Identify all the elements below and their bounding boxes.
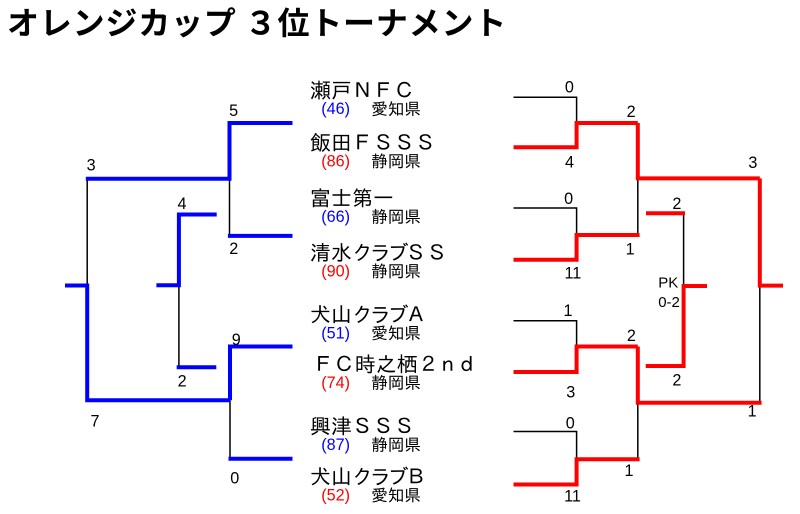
svg-text:2: 2 [178, 373, 187, 391]
svg-text:2: 2 [229, 240, 238, 258]
svg-text:1: 1 [564, 302, 573, 320]
svg-text:3: 3 [87, 156, 96, 174]
svg-text:4: 4 [565, 154, 574, 172]
svg-text:0-2: 0-2 [658, 294, 680, 311]
svg-text:2: 2 [672, 195, 681, 213]
svg-text:0: 0 [565, 79, 574, 97]
svg-text:0: 0 [230, 470, 239, 488]
svg-text:(74): (74) [321, 374, 350, 392]
svg-text:7: 7 [91, 413, 100, 431]
svg-text:2: 2 [672, 371, 681, 389]
svg-text:9: 9 [232, 331, 241, 349]
svg-text:(52): (52) [321, 487, 350, 505]
svg-text:(86): (86) [321, 153, 350, 171]
svg-text:0: 0 [564, 190, 573, 208]
svg-text:(87): (87) [321, 436, 350, 454]
svg-text:(66): (66) [321, 208, 350, 226]
svg-text:5: 5 [229, 102, 238, 120]
svg-text:(46): (46) [321, 100, 350, 118]
svg-text:2: 2 [627, 327, 636, 345]
svg-text:1: 1 [625, 462, 634, 480]
svg-text:1: 1 [748, 403, 757, 421]
svg-text:(90): (90) [321, 263, 350, 281]
svg-text:11: 11 [564, 488, 581, 506]
svg-text:4: 4 [178, 195, 187, 213]
svg-text:2: 2 [627, 103, 636, 121]
svg-text:3: 3 [566, 383, 575, 401]
svg-text:PK: PK [658, 274, 678, 291]
svg-text:(51): (51) [321, 324, 350, 342]
svg-text:3: 3 [748, 154, 757, 172]
svg-text:1: 1 [626, 241, 635, 259]
svg-text:11: 11 [565, 265, 582, 283]
svg-text:0: 0 [566, 414, 575, 432]
